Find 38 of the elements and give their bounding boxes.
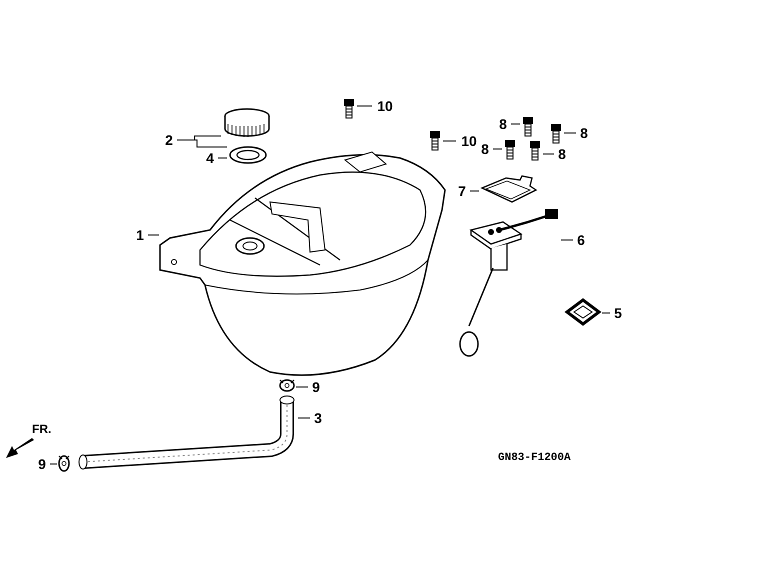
callout-number: 9 (36, 456, 48, 472)
bolt-drawing (342, 96, 356, 120)
leader-line (492, 148, 502, 150)
drawing-code: GN83-F1200A (498, 452, 571, 464)
callout-number: 8 (556, 146, 568, 162)
callout-number: 3 (312, 410, 324, 426)
bolt-drawing (503, 137, 517, 157)
bolt-drawing (528, 138, 542, 158)
callout-number: 10 (458, 133, 480, 149)
callout-number: 9 (310, 379, 322, 395)
leader-line (470, 190, 480, 192)
callout-number: 4 (204, 150, 216, 166)
leader-line (564, 132, 576, 134)
leader-line (442, 140, 456, 142)
callout-number: 8 (479, 141, 491, 157)
bolt-drawing (549, 121, 563, 141)
gasket-drawing (228, 145, 268, 165)
direction-label: FR. (32, 422, 52, 436)
hose-clip-drawing (58, 455, 70, 472)
callout-number: 2 (163, 132, 175, 148)
leader-line (296, 386, 308, 388)
hose-clip-drawing (279, 379, 295, 392)
callout-number: 5 (612, 305, 624, 321)
callout-number: 10 (374, 98, 396, 114)
leader-line (602, 312, 610, 314)
callout-number: 6 (575, 232, 587, 248)
bolt-drawing (521, 114, 535, 134)
callout-number: 7 (456, 183, 468, 199)
callout-number: 8 (578, 125, 590, 141)
callout-number: 8 (497, 116, 509, 132)
filler-cap-drawing (222, 108, 272, 138)
leader-line (176, 140, 228, 148)
packing-drawing (565, 298, 601, 326)
leader-line (148, 234, 160, 236)
fuel-tank-drawing (160, 150, 445, 378)
bolt-drawing (428, 128, 442, 152)
callout-number: 1 (134, 227, 146, 243)
cover-drawing (480, 176, 538, 204)
